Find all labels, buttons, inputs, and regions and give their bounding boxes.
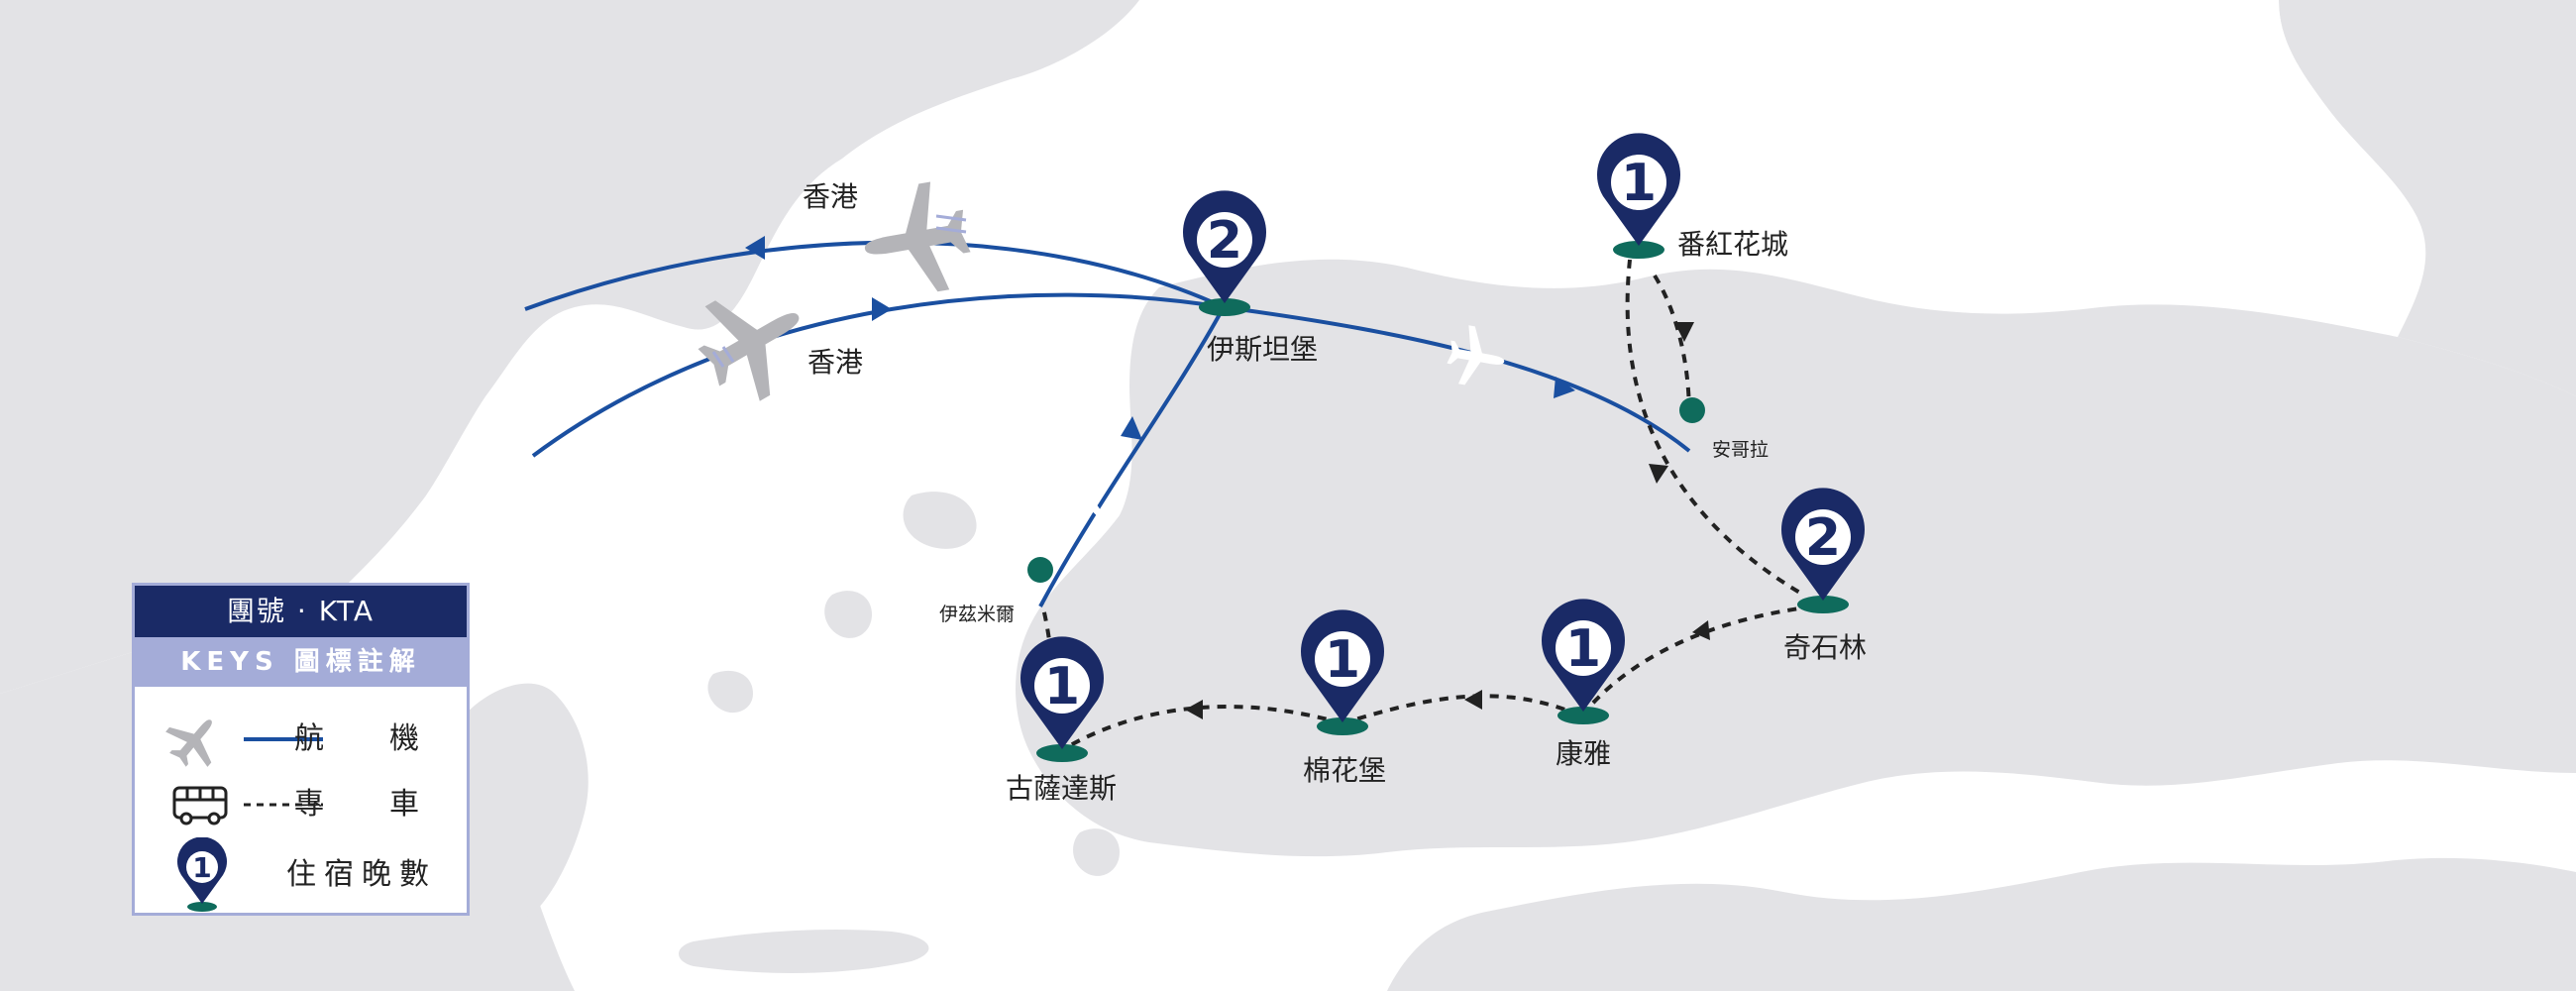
arrow-east-2 — [1554, 377, 1575, 398]
arrow-north — [1121, 416, 1142, 440]
city-label-konya: 康雅 — [1556, 737, 1611, 770]
transit-dot-ankara — [1679, 397, 1705, 423]
pin-nights-cappadocia: 2 — [1805, 508, 1841, 568]
legend-row-bus: 專 車 — [135, 772, 467, 837]
flight-route-hongkong-to-istanbul — [531, 292, 1225, 458]
city-label-safranbolu: 番紅花城 — [1677, 228, 1788, 261]
city-label-istanbul: 伊斯坦堡 — [1207, 333, 1318, 366]
northwest-landmass — [0, 0, 1139, 694]
pin-nights-konya: 1 — [1565, 619, 1601, 679]
airplane-icon — [1046, 459, 1121, 532]
legend-label-flight: 航 機 — [294, 721, 437, 756]
pin-nights-kusadasi: 1 — [1044, 657, 1080, 716]
airplane-icon — [855, 176, 977, 303]
island-aegean-2 — [824, 591, 872, 638]
arrow-east — [872, 297, 892, 321]
eastern-landmass — [2279, 0, 2576, 396]
bus-arrow-4 — [1464, 690, 1482, 710]
legend-pin-graphic: 1 — [177, 837, 227, 912]
legend-row-nights: 1 住宿晚數 — [135, 837, 467, 913]
bus-route-safranbolu-cappadocia — [1625, 259, 1805, 597]
southern-landmass — [1387, 857, 2576, 991]
city-label-izmir: 伊茲米爾 — [939, 604, 1015, 625]
pin-cappadocia: 2 — [1781, 488, 1865, 613]
tour-code: 團號 · KTA — [135, 586, 467, 637]
svg-text:1: 1 — [192, 851, 211, 884]
city-label-kusadasi: 古薩達斯 — [1006, 772, 1117, 805]
peninsula-greece — [454, 683, 589, 918]
legend-bus-graphic — [172, 786, 323, 826]
city-label-hongkong-bottom: 香港 — [807, 346, 863, 379]
bus-arrow-5 — [1185, 700, 1203, 719]
pin-nights-pamukkale: 1 — [1325, 630, 1360, 690]
city-label-cappadocia: 奇石林 — [1783, 631, 1867, 664]
transit-dot-izmir — [1027, 557, 1053, 583]
legend-flight-graphic — [157, 707, 323, 772]
pin-nights-istanbul: 2 — [1207, 211, 1242, 271]
legend-label-nights: 住宿晚數 — [286, 857, 437, 892]
island-aegean-1 — [903, 492, 977, 549]
pin-konya: 1 — [1542, 599, 1625, 724]
legend-label-bus: 專 車 — [294, 787, 437, 822]
map-legend: 團號 · KTA KEYS 圖標註解 航 機 專 車 — [132, 583, 470, 916]
island-aegean-3 — [707, 670, 753, 714]
island-cyprus — [2396, 531, 2549, 606]
arrow-west — [745, 236, 765, 260]
city-labels: 香港 香港 伊斯坦堡 伊茲米爾 番紅花城 安哥拉 奇石林 康雅 棉花堡 古薩達斯 — [803, 180, 1867, 805]
flight-route-izmir-to-istanbul — [1038, 306, 1226, 607]
airplane-icon — [157, 707, 233, 772]
bus-route-konya-pamukkale — [1342, 694, 1581, 725]
map-pin-icon: 1 — [177, 837, 227, 912]
transit-dots — [1027, 397, 1705, 583]
legend-row-flight: 航 機 — [135, 707, 467, 772]
pin-pamukkale: 1 — [1301, 609, 1384, 735]
bus-route-safranbolu-ankara — [1653, 274, 1691, 417]
pin-safranbolu: 1 — [1597, 133, 1680, 259]
island-crete — [679, 930, 929, 973]
bus-arrow-3 — [1692, 620, 1710, 640]
city-label-ankara: 安哥拉 — [1712, 439, 1769, 461]
bus-arrow-1 — [1674, 322, 1694, 342]
pin-kusadasi: 1 — [1020, 636, 1104, 762]
flight-direction-arrows — [745, 236, 1575, 440]
black-sea — [1097, 0, 2417, 287]
bus-arrow-2 — [1649, 464, 1668, 484]
bus-direction-arrows — [1185, 322, 1710, 719]
pin-nights-safranbolu: 1 — [1621, 154, 1657, 213]
city-label-hongkong-top: 香港 — [803, 180, 858, 213]
island-rhodes — [1073, 828, 1120, 876]
city-label-pamukkale: 棉花堡 — [1303, 754, 1386, 787]
pin-istanbul: 2 — [1183, 190, 1266, 316]
speed-lines — [711, 214, 967, 368]
legend-title: KEYS 圖標註解 — [135, 637, 467, 687]
bus-icon — [172, 786, 228, 826]
bus-route-cappadocia-konya — [1583, 605, 1814, 714]
